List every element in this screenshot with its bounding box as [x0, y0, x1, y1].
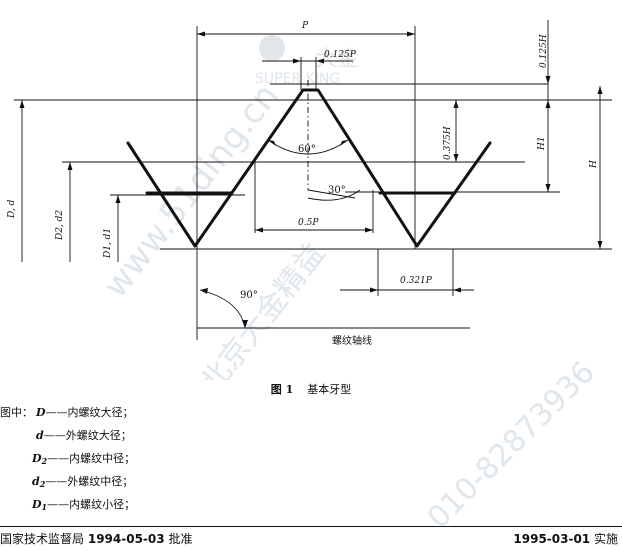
arc-60: [267, 139, 349, 155]
label-0125h: 0.125H: [539, 34, 549, 68]
label-0375h: 0.375H: [443, 126, 453, 160]
legend-prefix: 图中：: [0, 406, 33, 419]
implementation-line: 1995-03-01 实施: [513, 530, 618, 547]
label-angle-90: 90°: [240, 290, 258, 301]
label-crest-width: 0.125P: [324, 50, 357, 60]
approval-action: 批准: [168, 532, 193, 546]
legend-item: D——内螺纹大径；: [36, 406, 134, 419]
approval-line: 国家技术监督局 1994-05-03 批准: [0, 530, 192, 547]
footer-rule: [0, 526, 622, 527]
implementation-action: 实施: [593, 532, 618, 546]
label-root-width: 0.321P: [400, 276, 433, 286]
caption-text: 基本牙型: [307, 383, 352, 396]
watermark-site: www.51ding.cn: [96, 76, 287, 305]
thread-profile-drawing: www.51ding.cn 北京大金精益 SUPER KING 大金: [7, 20, 612, 380]
label-major-dia: D, d: [7, 199, 17, 219]
external-thread-profile: [126, 88, 492, 248]
caption-number: 图 1: [270, 383, 294, 396]
label-axis: 螺纹轴线: [332, 334, 372, 347]
label-pitch-dia: D2, d2: [55, 210, 65, 241]
label-angle-30: 30°: [328, 185, 346, 196]
label-h1: H1: [537, 136, 547, 151]
legend-item: d——外螺纹大径；: [36, 429, 132, 442]
arc-30: [307, 189, 361, 201]
legend-item: d2——外螺纹中径；: [32, 475, 134, 489]
implementation-date: 1995-03-01: [513, 532, 591, 546]
approval-org: 国家技术监督局: [0, 532, 85, 546]
label-half-pitch: 0.5P: [298, 218, 319, 228]
watermark-org: 北京大金精益: [194, 237, 332, 380]
legend-item: D1——内螺纹小径；: [32, 498, 136, 512]
approval-date: 1994-05-03: [87, 532, 165, 546]
label-minor-dia: D1, d1: [103, 228, 113, 259]
label-angle-60: 60°: [298, 144, 316, 155]
watermark-brand: SUPER KING: [255, 71, 340, 87]
watermark-logo: [259, 35, 285, 61]
legend-item: D2——内螺纹中径；: [32, 452, 136, 466]
figure-caption: 图 1 基本牙型: [0, 381, 622, 397]
label-pitch: P: [301, 21, 309, 31]
label-h: H: [589, 160, 599, 169]
